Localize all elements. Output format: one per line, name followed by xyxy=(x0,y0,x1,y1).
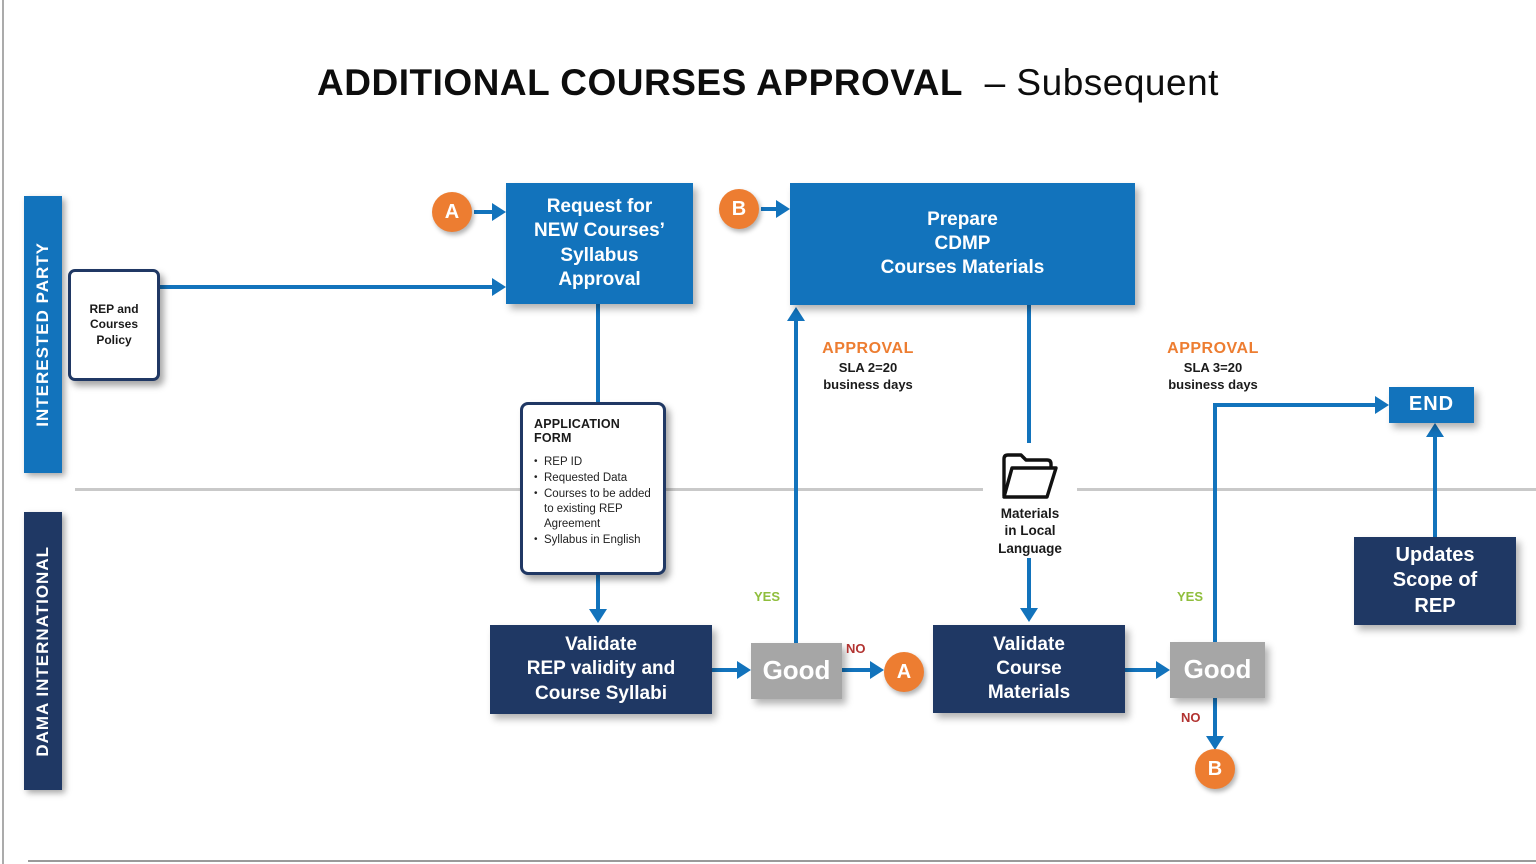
node-rep-courses-policy: REP and Courses Policy xyxy=(68,269,160,381)
lane-interested-party: INTERESTED PARTY xyxy=(24,196,62,473)
no-label-2: NO xyxy=(1181,710,1201,725)
approval-sla2-title: APPROVAL xyxy=(822,340,914,357)
connector-a-bottom: A xyxy=(884,652,924,692)
arrow-a-to-request-head xyxy=(492,203,506,221)
connector-b-bottom: B xyxy=(1195,749,1235,789)
connector-a-top: A xyxy=(432,192,472,232)
arrow-good1-yes-line xyxy=(794,321,798,643)
arrow-good2-yes-hline xyxy=(1213,403,1375,407)
node-request-new-courses: Request for NEW Courses’ Syllabus Approv… xyxy=(506,183,693,304)
yes-label-1: YES xyxy=(753,589,780,604)
node-good-decision-1: Good xyxy=(751,643,842,699)
arrow-materials-to-good2-line xyxy=(1125,668,1156,672)
application-form-item: REP ID xyxy=(534,455,657,470)
lane-dama-international-label: DAMA INTERNATIONAL xyxy=(33,545,52,757)
arrow-b-to-prepare-head xyxy=(776,200,790,218)
node-good-decision-2: Good xyxy=(1170,642,1265,698)
yes-label-2: YES xyxy=(1176,589,1203,604)
approval-sla2-label: APPROVAL SLA 2=20 business days xyxy=(800,338,936,393)
arrow-good2-no-line xyxy=(1213,698,1217,736)
node-application-form: APPLICATION FORM REP ID Requested Data C… xyxy=(520,402,666,575)
arrow-prepare-to-folder-line xyxy=(1027,305,1031,443)
slide-bottom-border xyxy=(28,860,1536,862)
lane-dama-international: DAMA INTERNATIONAL xyxy=(24,512,62,790)
page-title: ADDITIONAL COURSES APPROVAL – Subsequent xyxy=(317,62,1219,103)
lane-interested-party-label: INTERESTED PARTY xyxy=(33,242,52,427)
arrow-folder-to-validate-head xyxy=(1020,608,1038,622)
application-form-title: APPLICATION FORM xyxy=(534,417,620,445)
slide-left-border xyxy=(2,0,4,864)
arrow-good1-no-head xyxy=(870,661,884,679)
arrow-validate-to-good1-line xyxy=(712,668,737,672)
arrow-policy-to-request-line xyxy=(154,285,492,289)
materials-local-language-note: Materials in Local Language xyxy=(998,506,1062,556)
node-validate-course-materials: Validate Course Materials xyxy=(933,625,1125,713)
arrow-good2-no-head xyxy=(1206,736,1224,750)
arrow-materials-to-good2-head xyxy=(1156,661,1170,679)
node-updates-scope-rep: Updates Scope of REP xyxy=(1354,537,1516,625)
application-form-list: REP ID Requested Data Courses to be adde… xyxy=(534,455,657,548)
arrow-request-to-validate-head xyxy=(589,609,607,623)
approval-sla3-label: APPROVAL SLA 3=20 business days xyxy=(1145,338,1281,393)
arrow-good2-yes-head xyxy=(1375,396,1389,414)
approval-sla3-days: business days xyxy=(1168,377,1258,393)
no-label-1: NO xyxy=(846,641,866,656)
folder-icon xyxy=(1002,453,1058,499)
approval-sla3-value: SLA 3=20 xyxy=(1183,360,1243,376)
page-title-main: ADDITIONAL COURSES APPROVAL xyxy=(317,62,964,103)
arrow-good2-yes-vline xyxy=(1213,403,1217,642)
arrow-good1-yes-head xyxy=(787,307,805,321)
arrow-updates-to-end-line xyxy=(1433,437,1437,537)
arrow-validate-to-good1-head xyxy=(737,661,751,679)
arrow-good1-no-line xyxy=(842,668,870,672)
approval-sla3-title: APPROVAL xyxy=(1167,340,1259,357)
connector-b-top: B xyxy=(719,189,759,229)
application-form-item: Courses to be added to existing REP Agre… xyxy=(534,487,657,532)
application-form-item: Requested Data xyxy=(534,471,657,486)
page-title-suffix xyxy=(974,62,985,103)
application-form-item: Syllabus in English xyxy=(534,533,657,548)
arrow-updates-to-end-head xyxy=(1426,423,1444,437)
arrow-policy-to-request-head xyxy=(492,278,506,296)
approval-sla2-days: business days xyxy=(823,377,913,393)
arrow-b-to-prepare-line xyxy=(761,207,776,211)
node-end: END xyxy=(1389,387,1474,423)
node-validate-rep-validity: Validate REP validity and Course Syllabi xyxy=(490,625,712,714)
node-prepare-cdmp-materials: Prepare CDMP Courses Materials xyxy=(790,183,1135,305)
arrow-a-to-request-line xyxy=(474,210,492,214)
approval-sla2-value: SLA 2=20 xyxy=(838,360,898,376)
lane-divider xyxy=(75,488,1536,491)
arrow-folder-to-validate-line xyxy=(1027,558,1031,608)
